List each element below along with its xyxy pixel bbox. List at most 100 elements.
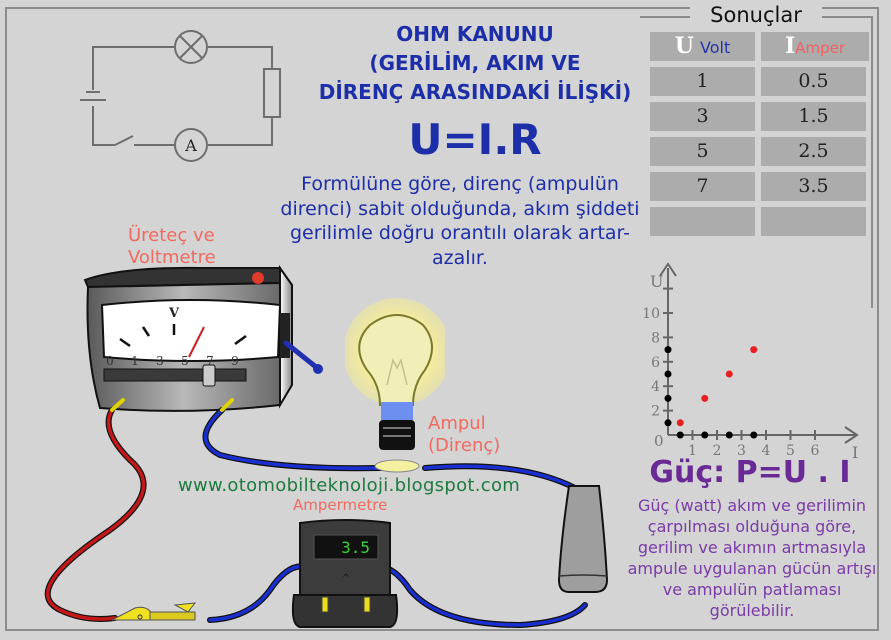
generator-label-line-2: Voltmetre	[128, 247, 216, 268]
description-line-2: direnci) sabit olduğunda, akım şiddeti	[280, 197, 640, 220]
projection-point	[664, 419, 672, 427]
ammeter-display-value: 3.5	[341, 538, 370, 557]
x-tick-label: 1	[688, 443, 697, 459]
scale-label: 5	[181, 354, 189, 368]
table-cell-u: 3	[650, 102, 755, 131]
y-tick-label: 10	[642, 306, 660, 322]
ammeter-terminal-right	[363, 596, 371, 613]
circuit-schematic: A	[80, 30, 281, 162]
header-i-symbol: I	[784, 33, 796, 59]
header-voltage: U Volt	[650, 32, 755, 61]
light-bulb	[345, 298, 445, 473]
voltmeter-unit: V	[168, 306, 180, 321]
ohm-description: Formülüne göre, direnç (ampulün direnci)…	[240, 172, 680, 270]
power-line-3: gerilim ve akımın artmasıyla	[637, 538, 867, 557]
ammeter-display-screen	[313, 534, 379, 560]
table-cell-i: 3.5	[761, 172, 866, 201]
header-u-unit: Volt	[700, 38, 731, 57]
voltmeter-dial	[100, 299, 282, 362]
power-line-2: çarpılması olduğuna göre,	[647, 517, 857, 536]
voltage-slider-track[interactable]	[103, 368, 247, 382]
power-line-4: ampule uygulanan gücün artışı	[627, 559, 877, 578]
x-axis-label: I	[852, 443, 858, 460]
data-point	[676, 419, 684, 427]
resistor-symbol-icon	[263, 68, 281, 118]
generator-label-line-1: Üreteç ve	[128, 225, 215, 246]
table-cell-i: 1.5	[761, 102, 866, 131]
y-tick-label: 8	[651, 330, 660, 346]
projection-point	[664, 346, 672, 354]
y-axis-label: U	[650, 272, 663, 291]
ammeter-unit-icon: ^	[342, 573, 350, 584]
power-led-icon	[252, 272, 264, 284]
switch-slot	[280, 313, 290, 358]
generator-label: Üreteç ve Voltmetre	[128, 225, 216, 269]
x-tick-label: 6	[811, 443, 820, 459]
x-tick-label: 2	[713, 443, 722, 459]
header-i-unit: Amper	[795, 39, 846, 57]
schematic-wire-bottom-left	[92, 106, 115, 146]
ammeter-terminal-left	[321, 596, 329, 613]
bulb-label-line-2: (Direnç)	[428, 435, 501, 456]
title-line-3: DİRENÇ ARASINDAKİ İLİŞKİ)	[318, 80, 632, 104]
lamp-symbol-icon	[174, 30, 208, 64]
description-line-1: Formülüne göre, direnç (ampulün	[301, 173, 619, 195]
bulb-filament	[386, 357, 408, 386]
header-current: IAmper	[761, 32, 869, 61]
x-tick-label: 4	[762, 443, 771, 459]
title-line-1: OHM KANUNU	[396, 22, 554, 46]
scale-label: 3	[156, 354, 164, 368]
power-line-1: Güç (watt) akım ve gerilimin	[637, 496, 867, 515]
schematic-wire-bottom-right	[208, 118, 273, 146]
load-block	[557, 485, 609, 593]
data-point	[701, 394, 709, 402]
voltmeter-device: V 0 1 3 5 7 9	[83, 265, 323, 412]
power-description: Güç (watt) akım ve gerilimin çarpılması …	[612, 495, 891, 621]
switch-lever-knob[interactable]	[313, 364, 323, 374]
scale-label: 1	[131, 354, 139, 368]
projection-point	[676, 431, 684, 439]
table-cell-u: 7	[650, 172, 755, 201]
description-line-4: azalır.	[432, 246, 488, 269]
projection-point	[664, 394, 672, 402]
website-url[interactable]: www.otomobilteknoloji.blogspot.com	[178, 475, 521, 496]
y-tick-label: 6	[651, 355, 660, 371]
y-tick-label: 2	[651, 404, 660, 420]
battery-symbol-icon	[80, 91, 106, 101]
scale-label: 7	[206, 354, 214, 368]
power-line-5: ve ampulün patlaması	[662, 580, 842, 599]
power-formula: Güç: P=U . I	[649, 455, 851, 490]
x-axis-arrow-icon	[844, 426, 859, 444]
table-cell-u: 5	[650, 137, 755, 166]
projection-point	[750, 431, 758, 439]
bulb-socket-base	[374, 459, 420, 473]
switch-lever[interactable]	[283, 340, 319, 370]
ammeter-symbol-icon: A	[174, 128, 208, 162]
title-line-2: (GERİLİM, AKIM VE	[369, 51, 581, 75]
table-cell-u: 1	[650, 67, 755, 96]
data-point	[750, 346, 758, 354]
scale-label: 0	[106, 354, 114, 368]
ammeter-label: Ampermetre	[293, 496, 388, 514]
ammeter-device: 3.5 ^	[291, 519, 399, 628]
results-table: U Volt IAmper 1 0.5 3 1.5 5 2.5 7 3.5	[650, 32, 870, 242]
ammeter-base	[291, 594, 399, 628]
switch-symbol-icon	[114, 135, 134, 146]
projection-point	[664, 370, 672, 378]
page-title: OHM KANUNU (GERİLİM, AKIM VE DİRENÇ ARAS…	[290, 20, 660, 107]
bulb-glass	[358, 314, 433, 406]
y-axis-arrow-icon	[659, 262, 677, 277]
ammeter-symbol-label: A	[184, 136, 197, 155]
bulb-base-blue	[381, 402, 413, 420]
data-point	[725, 370, 733, 378]
scale-label: 9	[231, 354, 239, 368]
table-cell-i: 0.5	[761, 67, 866, 96]
projection-point	[701, 431, 709, 439]
table-cell-u	[650, 207, 755, 236]
projection-point	[725, 431, 733, 439]
outer-frame	[5, 7, 879, 631]
x-tick-label: 3	[737, 443, 746, 459]
voltage-slider-handle[interactable]	[202, 364, 216, 387]
table-cell-i: 2.5	[761, 137, 866, 166]
